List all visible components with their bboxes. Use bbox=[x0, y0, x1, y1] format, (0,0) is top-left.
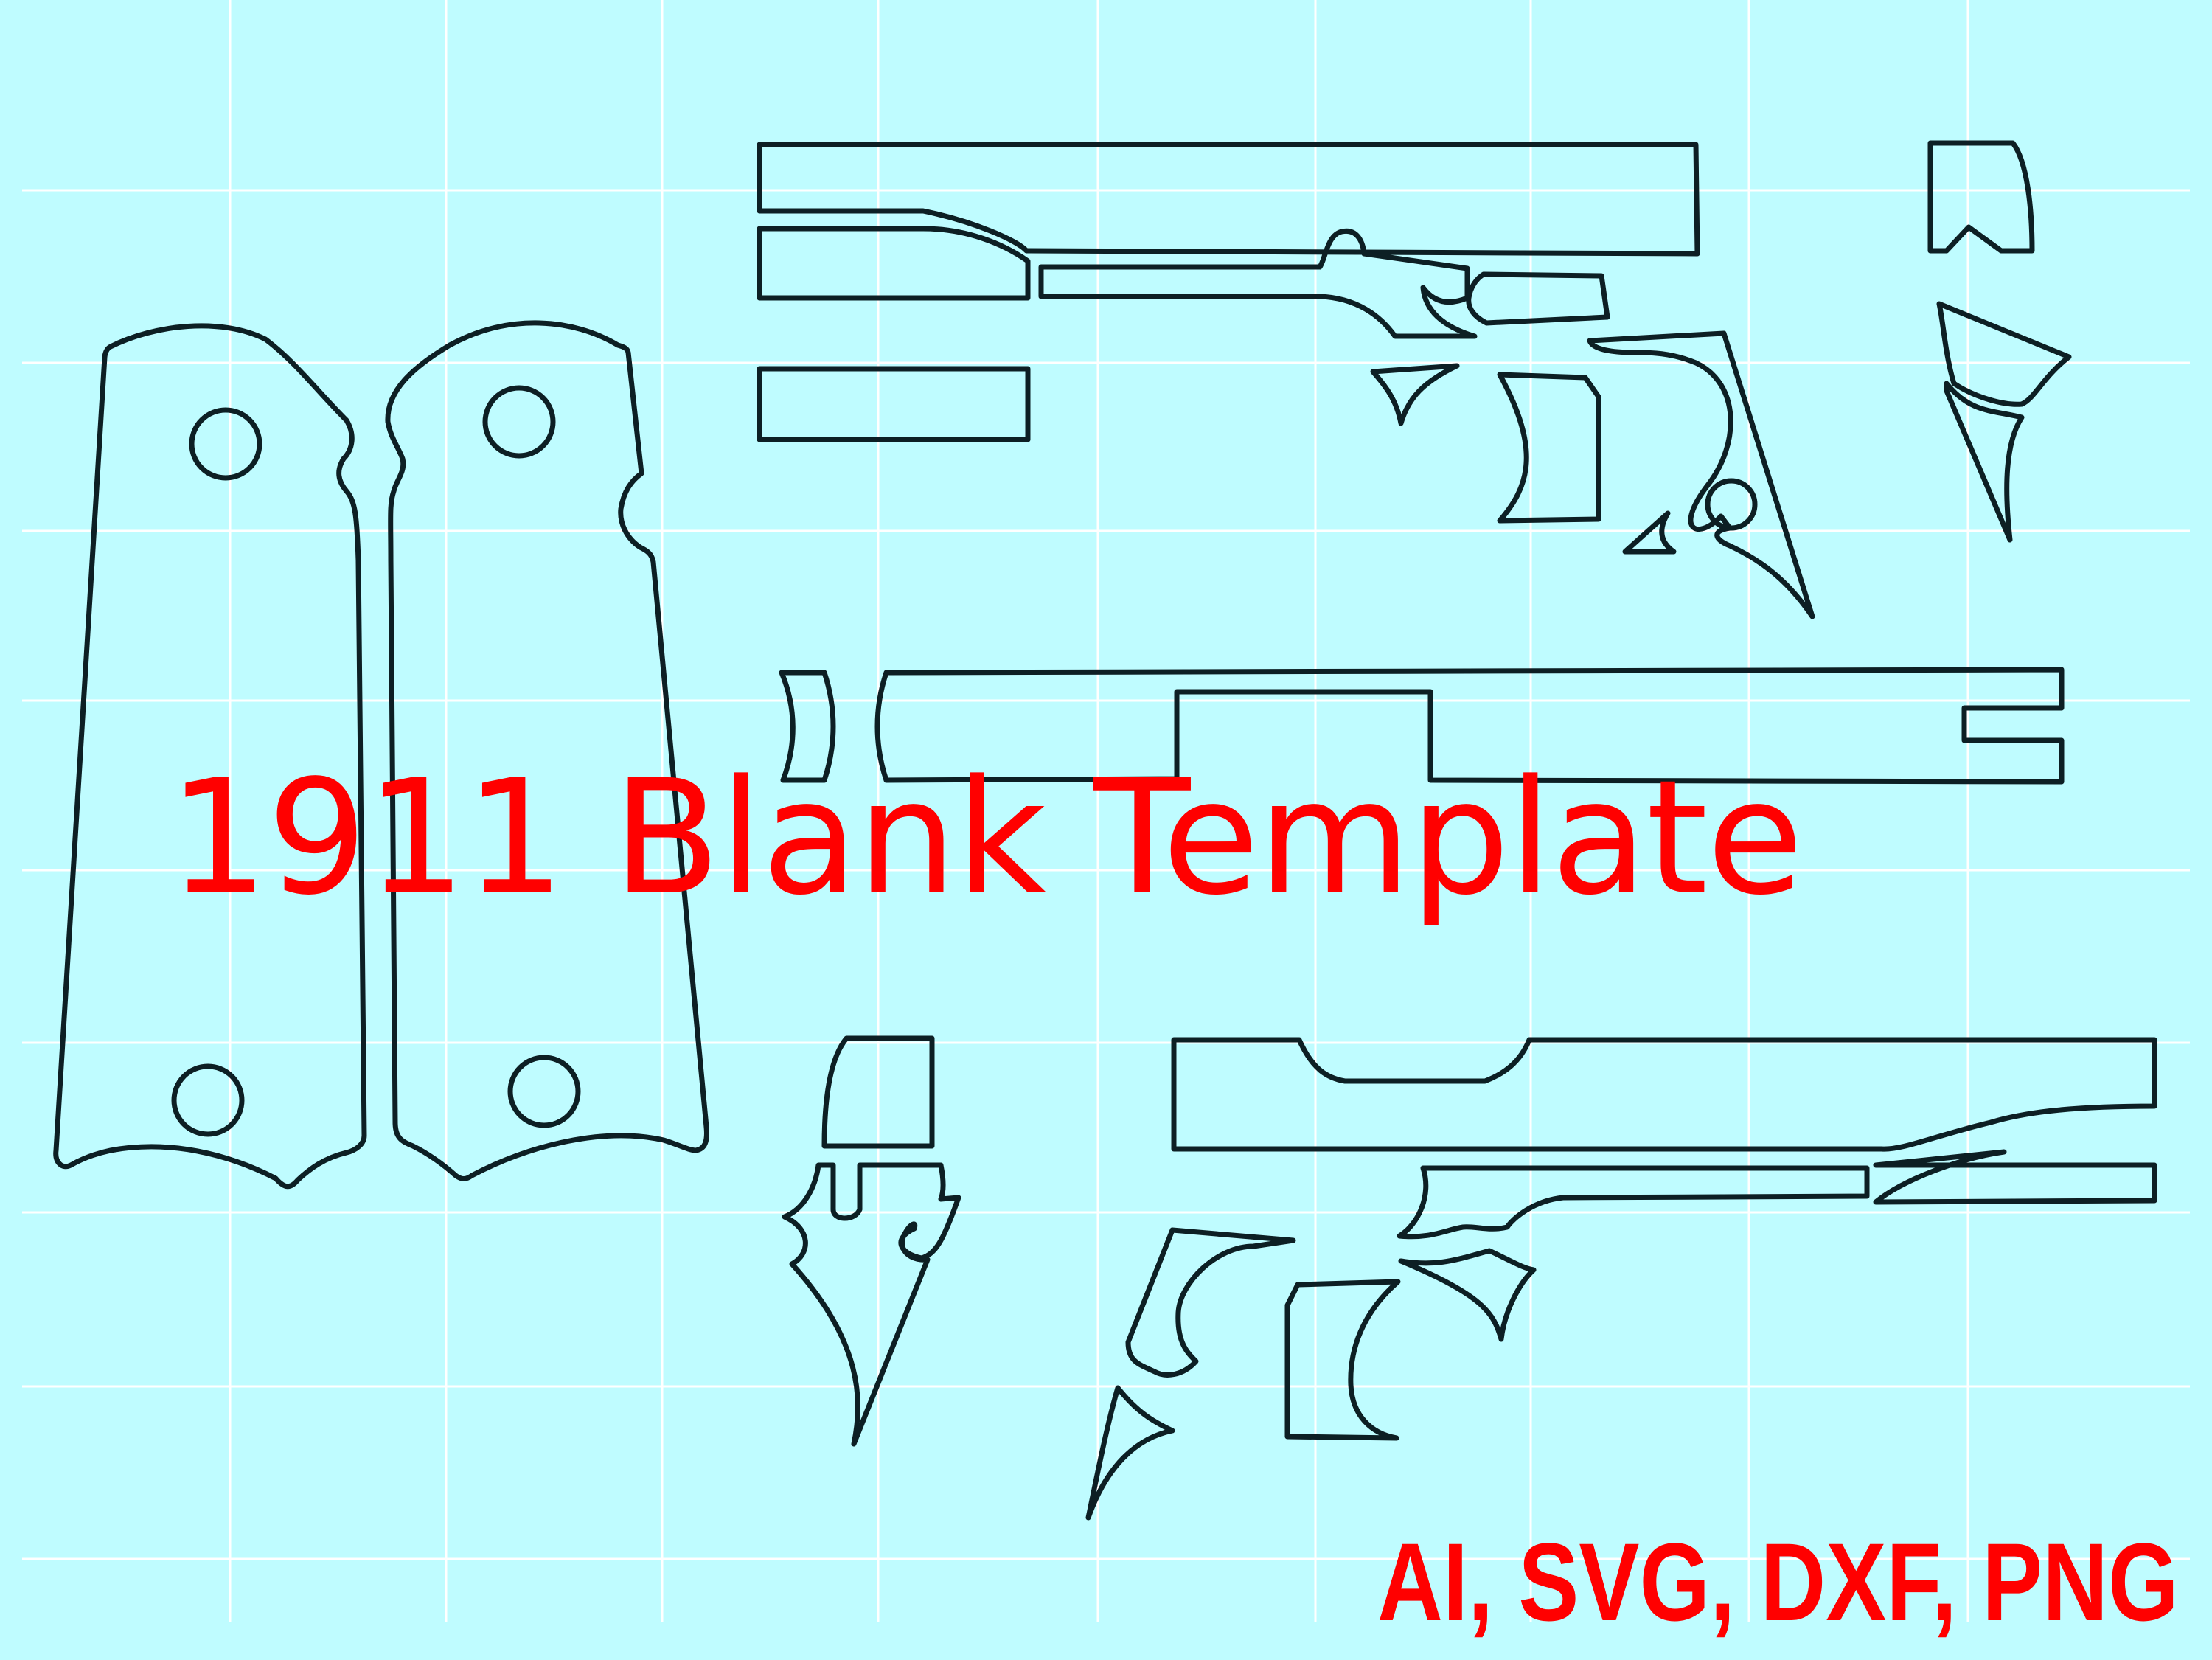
sear-upper bbox=[1370, 363, 1677, 555]
disconnector-lower bbox=[821, 1035, 935, 1149]
trigger-upper bbox=[1497, 372, 1601, 524]
grip-safety-upper bbox=[1936, 301, 2072, 543]
slide-upper bbox=[757, 142, 1700, 442]
grip-panel-left bbox=[53, 323, 367, 1190]
slide-lower bbox=[1171, 1037, 2157, 1240]
disconnector-upper bbox=[1927, 140, 2035, 254]
grip-safety-lower bbox=[782, 1162, 961, 1447]
sear-lower bbox=[1085, 1248, 1537, 1521]
file-formats: AI, SVG, DXF, PNG bbox=[1377, 1520, 2179, 1644]
background-grid bbox=[22, 0, 2190, 1622]
trigger-lower bbox=[1284, 1279, 1401, 1441]
grip-panel-right bbox=[385, 320, 709, 1181]
hammer-upper bbox=[1587, 330, 1815, 619]
recoil-spring-plug bbox=[779, 670, 836, 783]
template-title: 1911 Blank Template bbox=[168, 746, 1804, 930]
barrel bbox=[874, 667, 2065, 785]
hammer-lower bbox=[1125, 1227, 1296, 1378]
